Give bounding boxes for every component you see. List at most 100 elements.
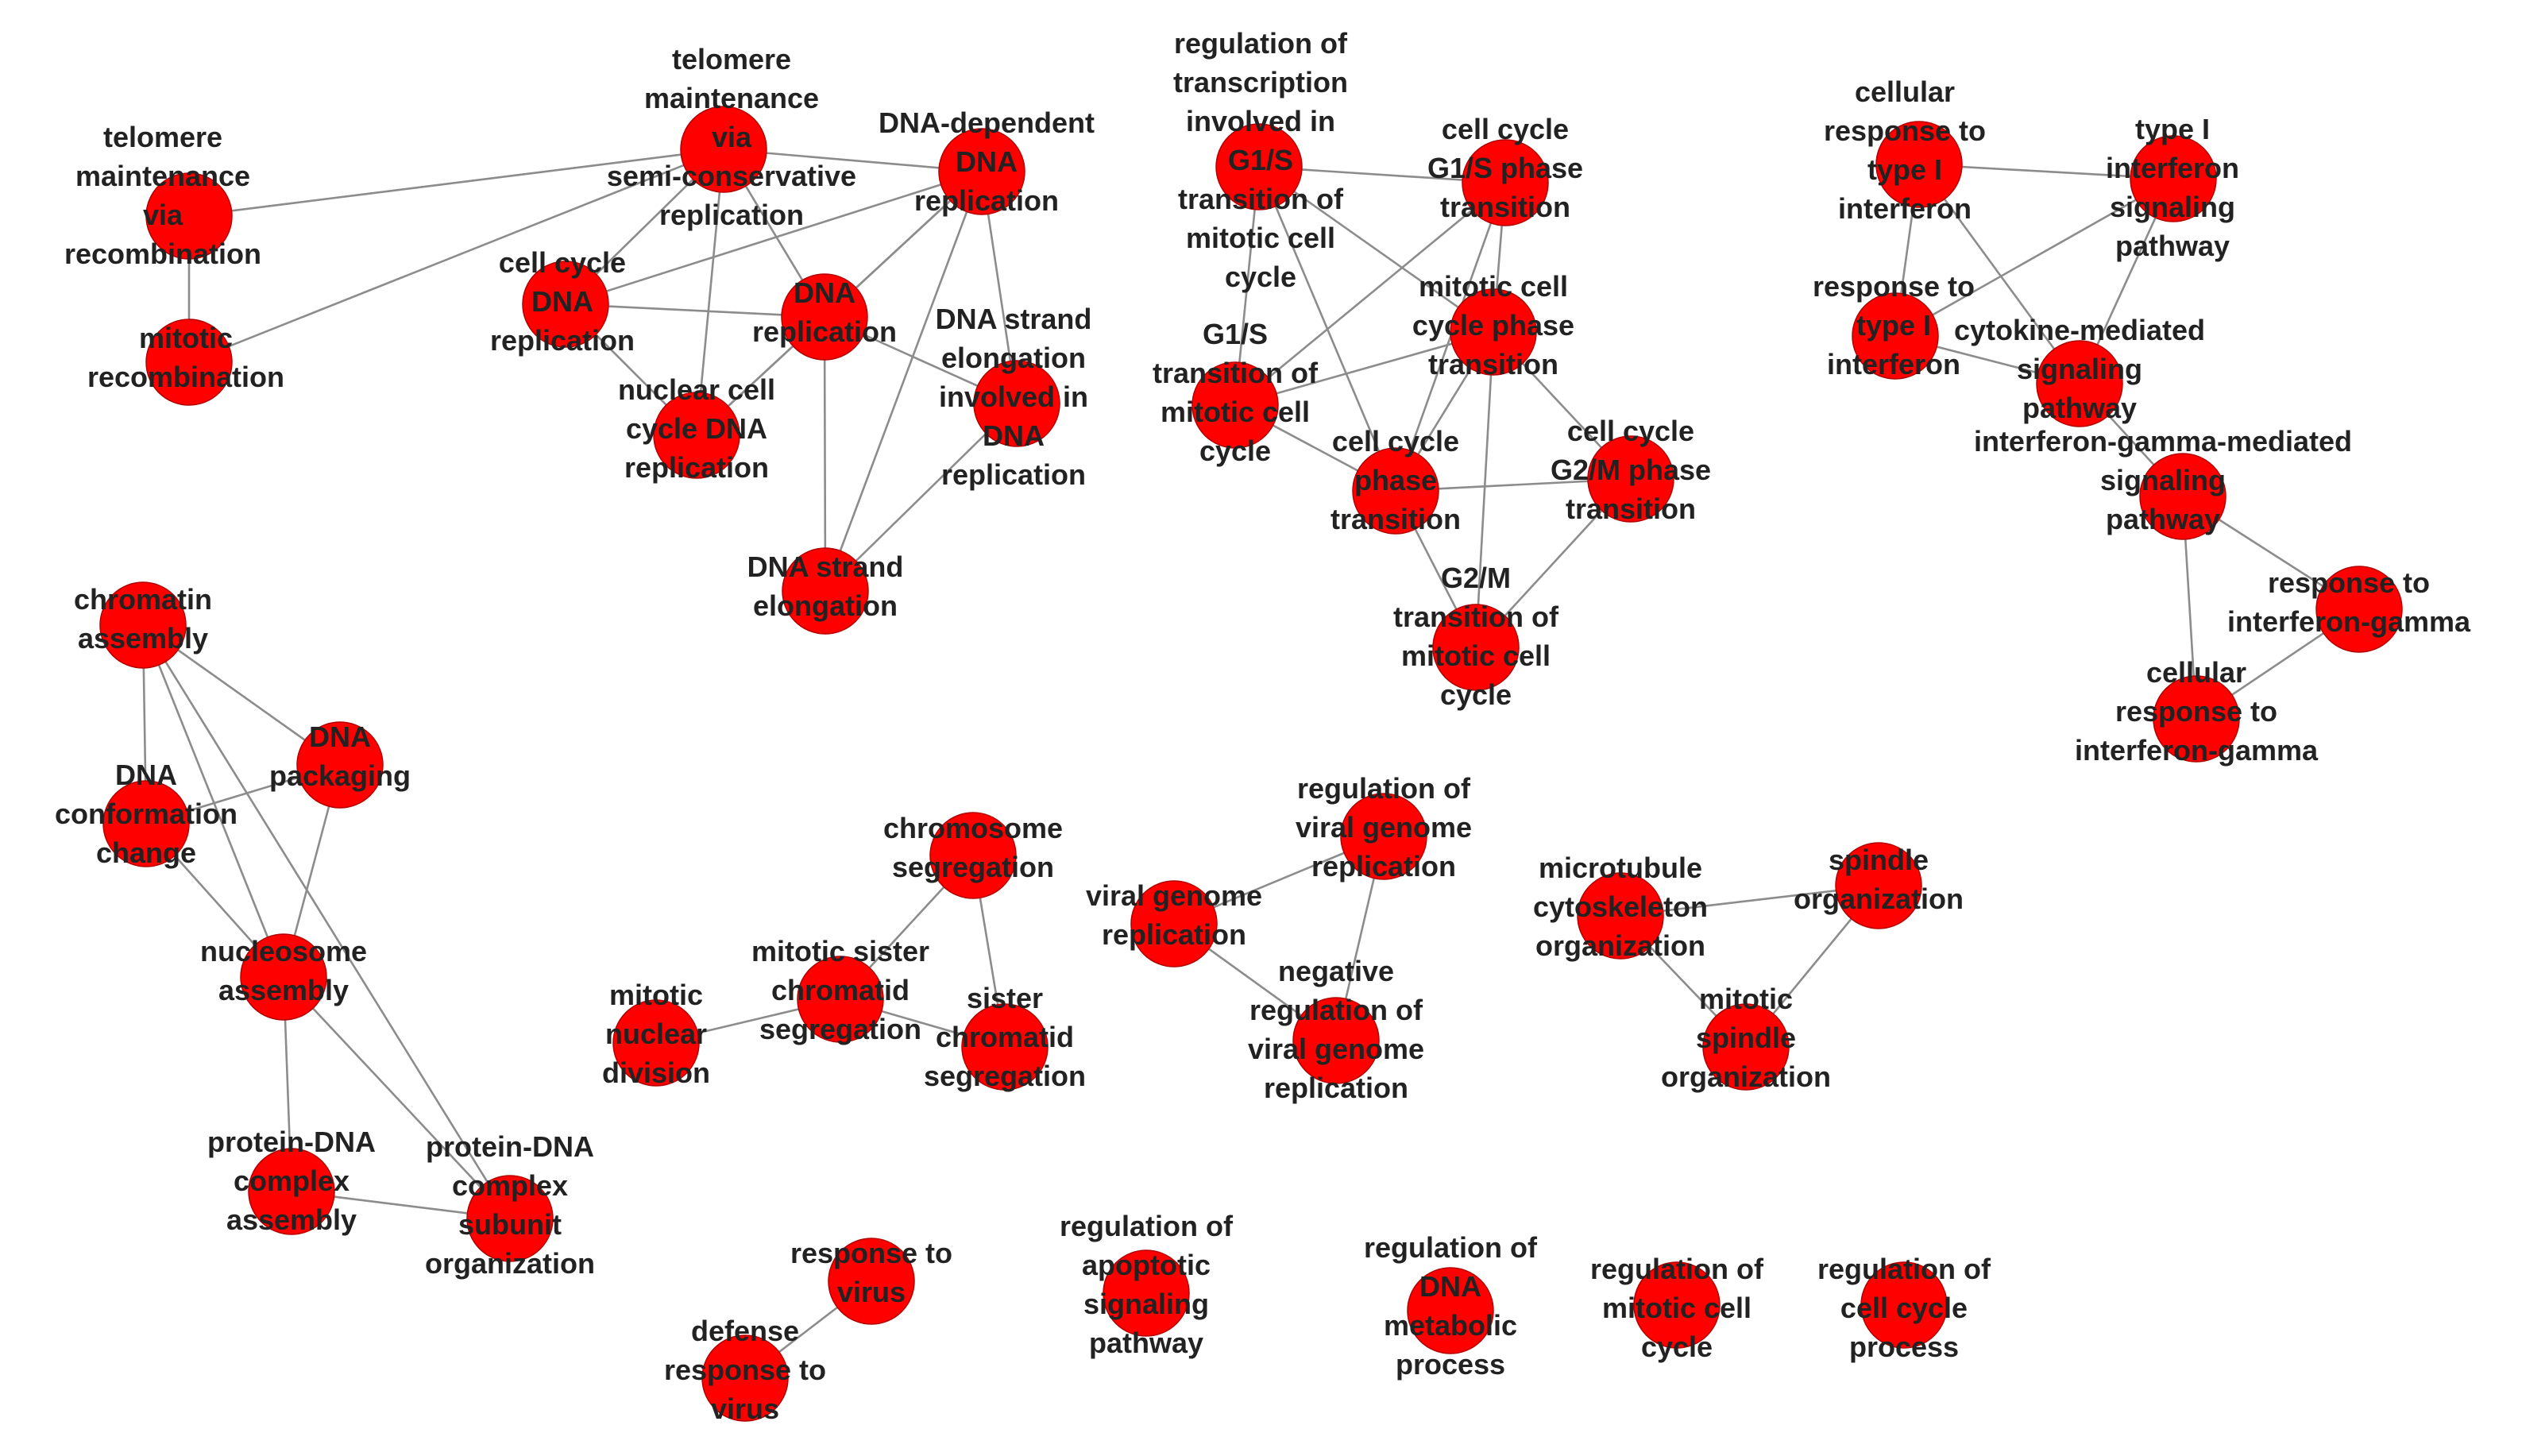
node-g2m_trans[interactable] <box>1432 604 1520 691</box>
edge-cc_g1s_phase--g1s_trans <box>1234 181 1506 407</box>
node-tm_semicons[interactable] <box>680 106 767 193</box>
edge-tm_semicons--nuclear_cc_dna_rep <box>695 149 725 436</box>
node-label-line: maintenance <box>644 82 819 114</box>
node-resp_ifng[interactable] <box>2315 566 2403 653</box>
node-label-line: apoptotic <box>1082 1249 1211 1281</box>
node-label-line: telomere <box>103 121 222 153</box>
node-label-line: virus <box>711 1392 779 1425</box>
node-label-line: cycle DNA <box>626 412 767 445</box>
node-dna_dep_rep[interactable] <box>938 128 1025 215</box>
node-mitotic_nuclear_div[interactable] <box>612 999 700 1087</box>
node-dna_packaging[interactable] <box>296 721 384 809</box>
node-label-line: pathway <box>2106 503 2220 535</box>
node-cell_resp_ifng[interactable] <box>2153 675 2240 763</box>
node-cc_g2m_phase[interactable] <box>1587 435 1674 523</box>
node-label-line: DNA <box>531 285 593 318</box>
node-label-line: elongation <box>753 589 898 622</box>
node-ifng_signal[interactable] <box>2139 453 2227 540</box>
node-label-line: interferon-gamma <box>2227 605 2471 638</box>
node-label-line: replication <box>914 184 1059 217</box>
node-label-line: process <box>1396 1348 1505 1381</box>
node-label-line: complex <box>452 1169 568 1202</box>
node-defense_virus[interactable] <box>701 1334 789 1422</box>
node-label-line: replication <box>1102 918 1246 951</box>
node-viral_rep[interactable] <box>1130 880 1218 967</box>
node-label-line: DNA <box>983 419 1045 452</box>
node-cc_dna_rep[interactable] <box>522 261 609 348</box>
node-g1s_trans[interactable] <box>1191 361 1279 449</box>
node-tm_recomb[interactable] <box>145 172 233 260</box>
node-sister_seg[interactable] <box>961 1003 1049 1091</box>
node-cc_g1s_phase[interactable] <box>1462 139 1549 226</box>
node-label-line: process <box>1849 1330 1959 1363</box>
node-label-line: replication <box>624 451 769 484</box>
node-neg_reg_viral_rep[interactable] <box>1292 997 1380 1084</box>
node-resp_ifn1[interactable] <box>1852 292 1939 380</box>
node-reg_dna_metabolic[interactable] <box>1407 1267 1494 1354</box>
node-cc_phase[interactable] <box>1352 447 1439 535</box>
node-label-line: organization <box>1661 1060 1831 1093</box>
node-reg_tx_g1s[interactable] <box>1215 123 1303 210</box>
node-label-line: mitotic cell <box>1602 1292 1751 1324</box>
node-nucleosome_assembly[interactable] <box>240 933 327 1021</box>
node-label-line: subunit <box>458 1208 562 1241</box>
node-label-line: telomere <box>672 43 791 75</box>
node-mitotic_cc_phase[interactable] <box>1450 288 1537 376</box>
node-label-line: cytoskeleton <box>1533 890 1708 923</box>
node-reg_cc_process[interactable] <box>1860 1261 1948 1349</box>
node-microtubule_org[interactable] <box>1577 872 1664 960</box>
node-label-line: response to <box>1824 114 1986 147</box>
node-label-line: pathway <box>2022 392 2137 424</box>
node-pdna_complex_assembly[interactable] <box>248 1148 335 1235</box>
node-label-line: transcription <box>1173 66 1348 98</box>
node-mitotic_sister_seg[interactable] <box>797 956 884 1043</box>
node-nuclear_cc_dna_rep[interactable] <box>653 392 740 479</box>
edge-mitotic_cc_phase--g1s_trans <box>1234 330 1494 407</box>
node-label-line: response to <box>1813 270 1975 303</box>
node-label-line: segregation <box>892 851 1054 883</box>
node-label-line: G1/S <box>1228 144 1293 176</box>
edge-cell_resp_ifn1--cytokine_signal <box>1918 164 2081 384</box>
node-mitotic_recomb[interactable] <box>145 319 233 406</box>
node-label-line: response to <box>790 1237 952 1269</box>
node-reg_mitotic_cc[interactable] <box>1633 1261 1721 1349</box>
node-reg_viral_rep[interactable] <box>1340 793 1427 880</box>
node-cell_resp_ifn1[interactable] <box>1875 121 1963 208</box>
node-label-line: response to <box>2268 566 2430 599</box>
node-dna_conformation[interactable] <box>102 780 190 867</box>
node-cytokine_signal[interactable] <box>2036 340 2123 427</box>
node-label-line: DNA <box>1419 1270 1481 1303</box>
edge-dna_dep_rep--dna_strand_elong <box>824 171 983 592</box>
node-chromatin_assembly[interactable] <box>99 581 187 669</box>
node-label-line: chromatin <box>74 583 212 616</box>
node-label-line: protein-DNA <box>207 1126 376 1158</box>
edge-nucleosome_assembly--pdna_subunit_org <box>283 976 511 1219</box>
node-dna_rep[interactable] <box>781 273 868 361</box>
node-label-line: DNA <box>794 276 855 309</box>
node-resp_virus[interactable] <box>828 1238 915 1325</box>
node-dna_strand_elong[interactable] <box>782 547 869 635</box>
node-strand_elong_rep[interactable] <box>973 360 1060 447</box>
node-spindle_org[interactable] <box>1835 842 1922 929</box>
node-label-line: involved in <box>939 380 1088 413</box>
node-label-line: segregation <box>924 1060 1086 1092</box>
node-reg_apoptotic[interactable] <box>1103 1249 1190 1337</box>
node-label-line: interferon-gamma <box>2075 734 2319 767</box>
node-ifn1_signal[interactable] <box>2130 135 2217 222</box>
node-mitotic_spindle_org[interactable] <box>1702 1003 1790 1091</box>
node-chromosome_seg[interactable] <box>929 812 1017 899</box>
node-label-line: mitotic cell <box>1186 222 1335 254</box>
node-pdna_subunit_org[interactable] <box>466 1175 554 1262</box>
node-label-line: organization <box>1794 882 1964 915</box>
